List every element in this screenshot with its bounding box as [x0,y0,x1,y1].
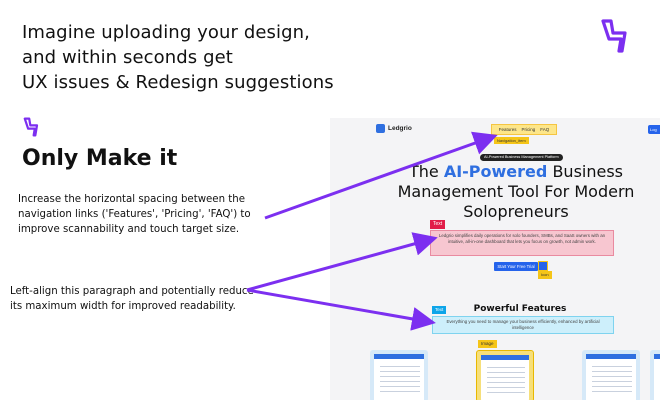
annotation-tag-navigation: Navigation_item [494,137,529,144]
headline-line-1: Imagine uploading your design, [22,22,310,43]
hero-title-accent: AI-Powered [443,162,548,181]
preview-login-button[interactable]: Log [648,125,660,134]
feature-card [370,350,428,400]
feature-card [582,350,640,400]
annotation-tag-cta: Icon [538,271,552,279]
preview-features-title: Powerful Features [473,304,567,314]
ledgrio-logo-icon [376,124,385,133]
feature-card [650,350,660,400]
annotation-tag-features: Text [432,306,447,314]
headline-line-2: and within seconds get [22,47,233,68]
cta-arrow-icon[interactable] [538,261,548,271]
preview-features-subtitle: Everything you need to manage your busin… [432,316,614,334]
feature-card [476,350,534,400]
website-preview: Ledgrio Log Features Pricing FAQ Navigat… [330,118,660,400]
preview-hero-title: The AI-Powered Business Management Tool … [386,162,646,222]
preview-brand-name: Ledgrio [388,125,412,132]
preview-hero-paragraph: Ledgrio simplifies daily operations for … [430,230,614,256]
preview-cta-button[interactable]: Start Your Free Trial [494,262,538,271]
section-title: Only Make it [22,146,178,171]
suggestion-paragraph-alignment: Left-align this paragraph and potentiall… [10,286,254,312]
hero-title-start: The [408,162,444,181]
annotation-tag-paragraph: Text [430,220,446,229]
suggestion-navigation-spacing: Increase the horizontal spacing between … [18,194,251,235]
preview-nav-features[interactable]: Features [498,127,517,132]
annotation-tag-image: Image [478,340,497,348]
lightning-logo-icon [601,19,627,53]
preview-brand[interactable]: Ledgrio [376,124,412,133]
preview-nav-pricing[interactable]: Pricing [521,127,536,132]
preview-nav: Features Pricing FAQ [491,124,557,135]
preview-badge: AI-Powered Business Management Platform [480,154,563,161]
headline: Imagine uploading your design, and withi… [22,20,442,95]
headline-line-3: UX issues & Redesign suggestions [22,72,334,93]
preview-nav-faq[interactable]: FAQ [540,127,550,132]
lightning-logo-small-icon [23,117,39,137]
